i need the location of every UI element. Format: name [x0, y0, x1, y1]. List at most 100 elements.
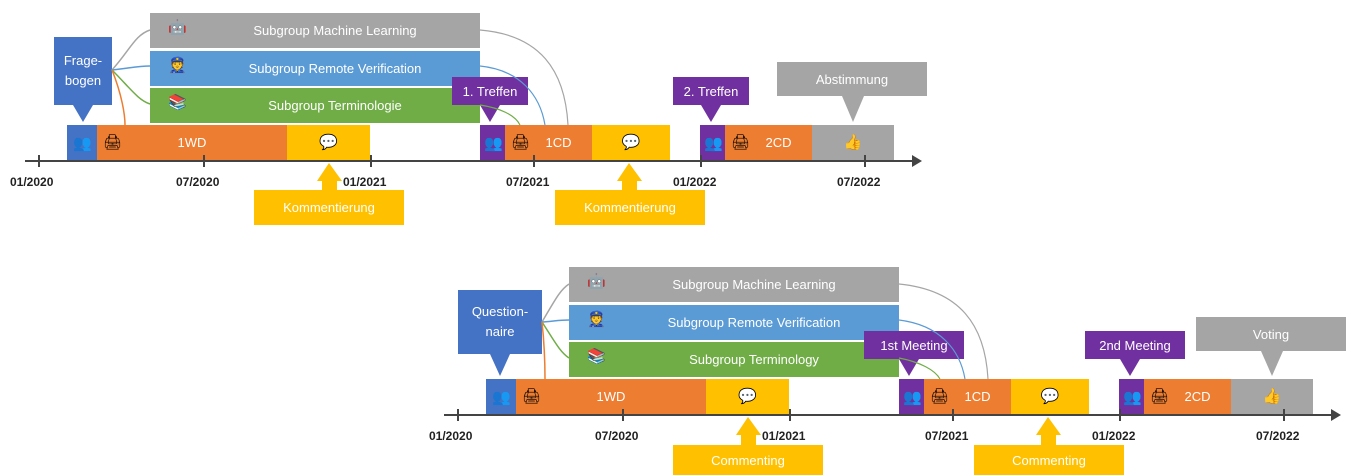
- cd1-label: 1CD: [545, 135, 572, 150]
- subgroup-label: Subgroup Terminologie: [268, 97, 402, 113]
- axis-tick: [1119, 409, 1121, 421]
- meeting2-callout: 2nd Meeting: [1085, 331, 1185, 359]
- commenting-callout-2: Commenting: [974, 445, 1124, 475]
- tick-label: 07/2021: [925, 429, 969, 443]
- commenting-phase-2: 💬: [592, 125, 670, 161]
- printer-icon: 🖨: [511, 134, 531, 151]
- tick-label: 01/2022: [1092, 429, 1136, 443]
- subgroup-remote-verification: 👮 Subgroup Remote Verification: [569, 305, 899, 340]
- subgroup-label: Subgroup Terminology: [689, 351, 819, 367]
- axis-tick: [622, 409, 624, 421]
- people-icon: 👥: [73, 135, 92, 152]
- tick-label: 07/2022: [837, 175, 881, 189]
- printer-icon: 🖨: [522, 388, 542, 405]
- tick-label: 01/2020: [10, 175, 54, 189]
- vote-callout: Abstimmung: [777, 62, 927, 96]
- axis-tick: [864, 155, 866, 167]
- printer-icon: 🖨: [103, 134, 123, 151]
- comment-icon: 💬: [319, 134, 338, 151]
- subgroup-machine-learning: 🤖 Subgroup Machine Learning: [150, 13, 480, 48]
- officer-icon: 👮: [587, 311, 606, 328]
- commenting-phase-1: 💬: [706, 379, 789, 415]
- thumbs-up-icon: 👍: [843, 134, 863, 151]
- meeting2-phase: 👥: [700, 125, 725, 161]
- questionnaire-phase: 👥: [486, 379, 516, 415]
- time-axis: [444, 414, 1334, 416]
- cd2-label: 2CD: [1184, 389, 1211, 404]
- commenting-callout-2: Kommentierung: [555, 190, 705, 225]
- cd2-label: 2CD: [765, 135, 792, 150]
- subgroup-terminology: 📚 Subgroup Terminology: [569, 342, 899, 377]
- meeting-icon: 👥: [484, 135, 503, 152]
- questionnaire-callout: Question- naire: [458, 290, 542, 354]
- subgroup-label: Subgroup Remote Verification: [248, 60, 422, 76]
- robot-icon: 🤖: [168, 19, 187, 36]
- tick-label: 07/2021: [506, 175, 550, 189]
- commenting-phase-2: 💬: [1011, 379, 1089, 415]
- commenting-callout-1: Commenting: [673, 445, 823, 475]
- questionnaire-phase: 👥: [67, 125, 97, 161]
- cd2-phase: 🖨 2CD: [1144, 379, 1231, 415]
- subgroup-remote-verification: 👮 Subgroup Remote Verification: [150, 51, 480, 86]
- vote-callout: Voting: [1196, 317, 1346, 351]
- tick-label: 01/2020: [429, 429, 473, 443]
- time-axis: [25, 160, 915, 162]
- axis-tick: [700, 155, 702, 167]
- axis-tick: [533, 155, 535, 167]
- robot-icon: 🤖: [587, 273, 606, 290]
- cd1-label: 1CD: [964, 389, 991, 404]
- voting-phase: 👍: [1231, 379, 1313, 415]
- tick-label: 01/2021: [762, 429, 806, 443]
- subgroup-label: Subgroup Remote Verification: [667, 314, 841, 330]
- meeting1-phase: 👥: [480, 125, 505, 161]
- cd2-phase: 🖨 2CD: [725, 125, 812, 161]
- meeting2-callout: 2. Treffen: [673, 77, 749, 105]
- tick-label: 01/2021: [343, 175, 387, 189]
- meeting-icon: 👥: [704, 135, 723, 152]
- axis-tick: [789, 409, 791, 421]
- wd-phase: 🖨 1WD: [97, 125, 287, 161]
- books-icon: 📚: [168, 94, 187, 111]
- comment-icon: 💬: [1040, 388, 1060, 405]
- subgroup-terminology: 📚 Subgroup Terminologie: [150, 88, 480, 123]
- axis-arrow: [1331, 409, 1341, 421]
- axis-tick: [203, 155, 205, 167]
- subgroup-label: Subgroup Machine Learning: [253, 22, 417, 38]
- cd1-phase: 🖨 1CD: [924, 379, 1011, 415]
- meeting-icon: 👥: [903, 389, 922, 406]
- printer-icon: 🖨: [731, 134, 751, 151]
- people-icon: 👥: [492, 389, 511, 406]
- axis-tick: [370, 155, 372, 167]
- printer-icon: 🖨: [1150, 388, 1170, 405]
- wd-label: 1WD: [596, 389, 626, 404]
- subgroup-machine-learning: 🤖 Subgroup Machine Learning: [569, 267, 899, 302]
- printer-icon: 🖨: [930, 388, 950, 405]
- wd-label: 1WD: [177, 135, 207, 150]
- axis-tick: [1283, 409, 1285, 421]
- axis-tick: [952, 409, 954, 421]
- thumbs-up-icon: 👍: [1262, 388, 1282, 405]
- questionnaire-callout: Frage- bogen: [54, 37, 112, 105]
- meeting1-callout: 1st Meeting: [864, 331, 964, 359]
- meeting1-callout: 1. Treffen: [452, 77, 528, 105]
- tick-label: 07/2022: [1256, 429, 1300, 443]
- meeting-icon: 👥: [1123, 389, 1142, 406]
- books-icon: 📚: [587, 348, 606, 365]
- tick-label: 07/2020: [595, 429, 639, 443]
- tick-label: 07/2020: [176, 175, 220, 189]
- meeting1-phase: 👥: [899, 379, 924, 415]
- voting-phase: 👍: [812, 125, 894, 161]
- commenting-callout-1: Kommentierung: [254, 190, 404, 225]
- commenting-phase-1: 💬: [287, 125, 370, 161]
- axis-tick: [38, 155, 40, 167]
- axis-tick: [457, 409, 459, 421]
- tick-label: 01/2022: [673, 175, 717, 189]
- officer-icon: 👮: [168, 57, 187, 74]
- comment-icon: 💬: [621, 134, 641, 151]
- meeting2-phase: 👥: [1119, 379, 1144, 415]
- subgroup-label: Subgroup Machine Learning: [672, 276, 836, 292]
